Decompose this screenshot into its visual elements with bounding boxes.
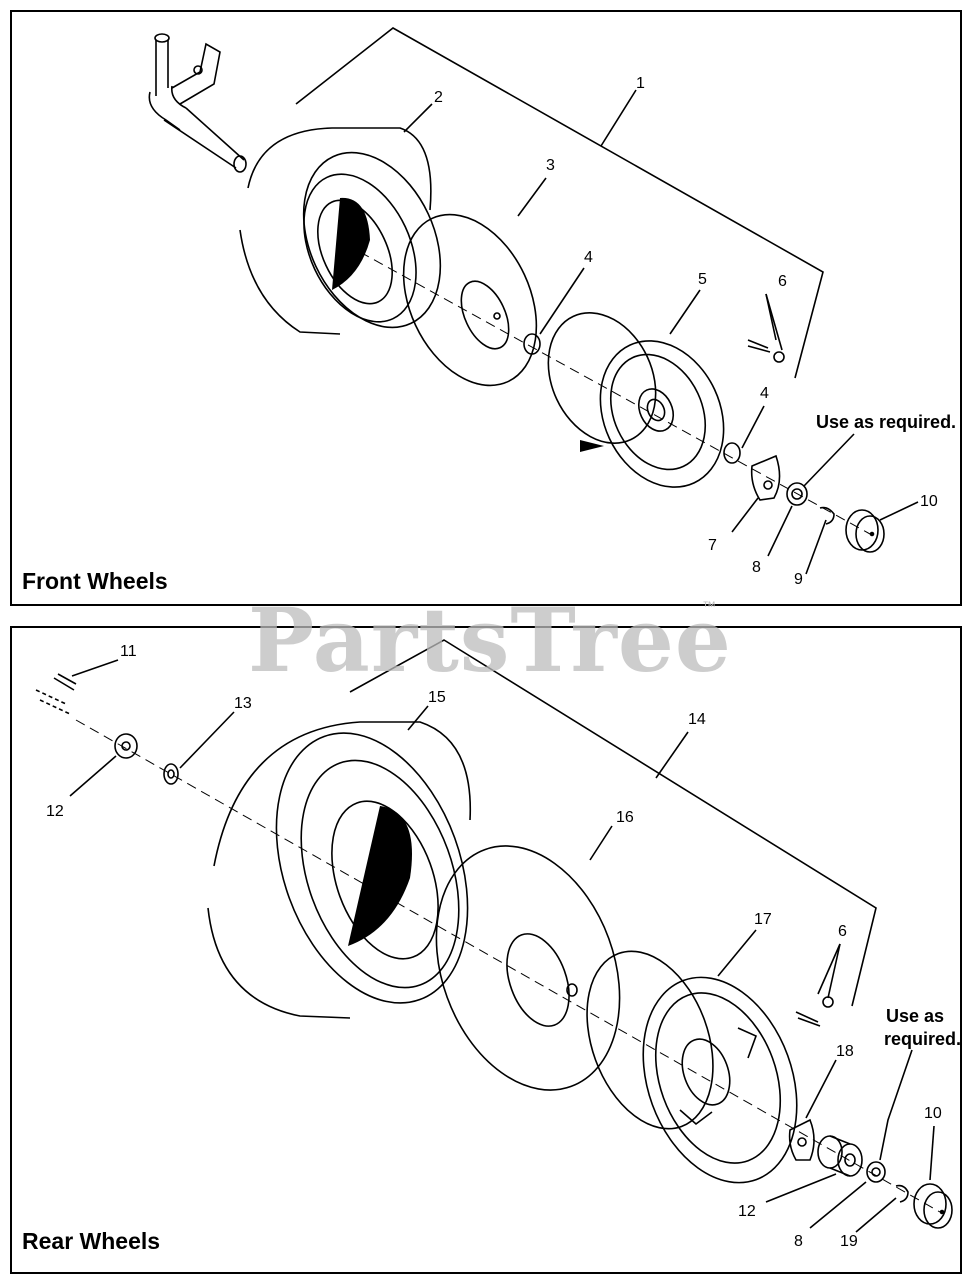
rear-valve-stem: [795, 1011, 821, 1027]
front-bearing-inner: [523, 333, 541, 355]
front-tire: [239, 127, 442, 335]
rear-washer-plate: [788, 1118, 815, 1161]
callout-12-rear: 12: [738, 1203, 756, 1220]
callout-10-rear: 10: [924, 1105, 942, 1122]
callout-17: 17: [754, 911, 772, 928]
callout-18: 18: [836, 1043, 854, 1060]
callout-9: 9: [794, 571, 803, 588]
rear-rim: [586, 950, 798, 1184]
front-bearing-outer: [723, 442, 741, 464]
front-wheels-panel: [10, 10, 962, 606]
front-washer-plate: [750, 454, 781, 501]
rear-assembly-bracket: [349, 639, 877, 1007]
rear-hub-cap: [913, 1183, 953, 1229]
rear-tire: [207, 721, 472, 1019]
callout-10: 10: [920, 493, 938, 510]
callout-4b: 4: [760, 385, 769, 402]
callout-6-rear: 6: [838, 923, 847, 940]
rear-wheels-panel: [10, 626, 962, 1274]
callout-15: 15: [428, 689, 446, 706]
front-hub-cap: [845, 509, 885, 553]
front-washer: [786, 482, 808, 506]
callout-2: 2: [434, 89, 443, 106]
callout-4: 4: [584, 249, 593, 266]
rear-wheels-title: Rear Wheels: [22, 1228, 161, 1254]
callout-5: 5: [698, 271, 707, 288]
callout-8: 8: [752, 559, 761, 576]
callout-3: 3: [546, 157, 555, 174]
rear-spacer: [163, 763, 179, 785]
callout-13: 13: [234, 695, 252, 712]
callout-8-rear: 8: [794, 1233, 803, 1250]
callout-12: 12: [46, 803, 64, 820]
front-valve-stem: [747, 339, 785, 363]
front-spindle: [148, 33, 247, 173]
watermark-trademark: ™: [702, 598, 716, 614]
partstree-watermark: PartsTree: [248, 588, 732, 692]
front-tube: [402, 213, 538, 387]
rear-pin: [35, 673, 77, 715]
front-use-as-required-note: Use as required.: [816, 412, 956, 432]
front-assembly-bracket: [295, 27, 824, 379]
callout-16: 16: [616, 809, 634, 826]
callout-14: 14: [688, 711, 706, 728]
rear-use-as-note-line1: Use as: [886, 1006, 944, 1026]
rear-washer-left: [114, 733, 138, 759]
front-wheels-title: Front Wheels: [22, 568, 168, 594]
rear-tube: [435, 845, 621, 1091]
callout-7: 7: [708, 537, 717, 554]
rear-use-as-note-line2: required.: [884, 1029, 961, 1049]
rear-spacer-right: [817, 1135, 863, 1177]
rear-washer: [866, 1161, 886, 1183]
front-clip: [819, 506, 835, 525]
rear-clip: [895, 1184, 909, 1203]
callout-11: 11: [120, 643, 137, 660]
callout-6: 6: [778, 273, 787, 290]
front-rim: [547, 312, 725, 488]
callout-19: 19: [840, 1233, 858, 1250]
callout-1: 1: [636, 75, 645, 92]
